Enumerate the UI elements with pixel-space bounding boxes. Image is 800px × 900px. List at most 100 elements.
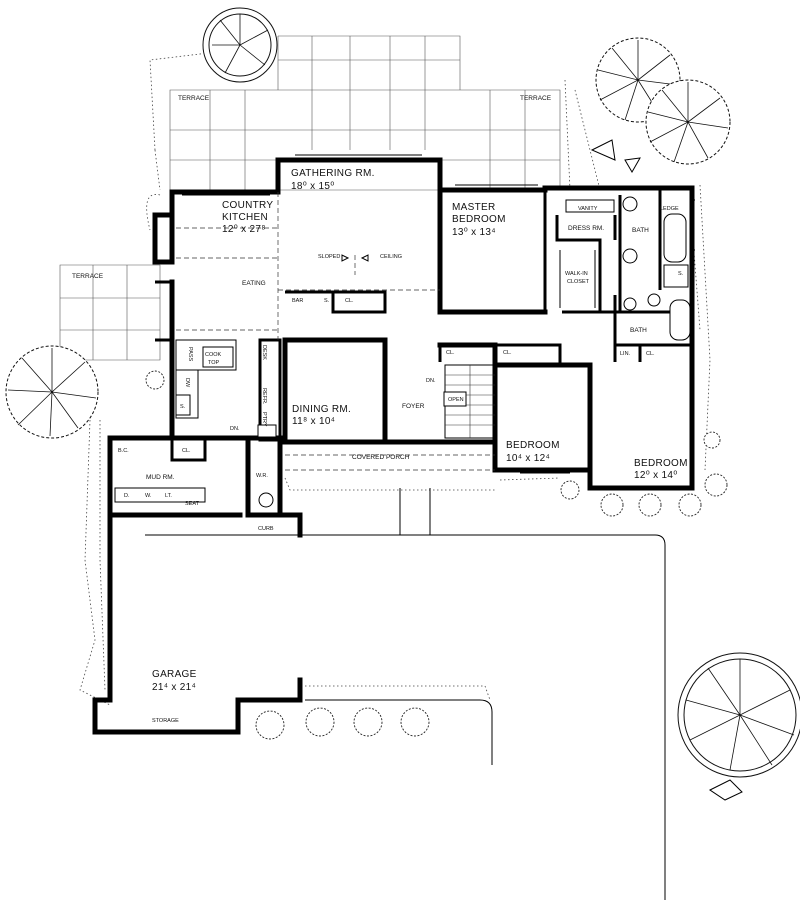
hedge-southwest-1 bbox=[79, 419, 111, 706]
gathering-room-name: GATHERING RM. bbox=[291, 168, 375, 179]
dashed-boundaries bbox=[176, 192, 495, 471]
mud-room-name: MUD RM. bbox=[146, 474, 175, 481]
kitchen-name-2: KITCHEN bbox=[222, 212, 268, 223]
terrace-label-west: TERRACE bbox=[72, 273, 104, 280]
mud-down-label: DN. bbox=[230, 426, 240, 432]
terrace-label-northeast: TERRACE bbox=[520, 95, 552, 102]
dining-room-name: DINING RM. bbox=[292, 404, 351, 415]
toilet-icon-wr bbox=[258, 492, 274, 508]
foyer-closet-label: CL. bbox=[446, 350, 455, 356]
bedroom-2-size: 12⁰ x 14⁰ bbox=[634, 470, 678, 481]
dishwasher-label: DW bbox=[184, 378, 190, 388]
driveway-edge-south bbox=[305, 699, 493, 765]
shower-label: S. bbox=[678, 271, 684, 277]
sink-icon-hall bbox=[623, 297, 637, 311]
garage-size: 21⁴ x 21⁴ bbox=[152, 682, 196, 693]
walk-in-label-2: CLOSET bbox=[567, 279, 590, 285]
bedroom-2-name: BEDROOM bbox=[634, 458, 688, 469]
pass-label: PASS bbox=[187, 347, 193, 362]
fireplace bbox=[152, 212, 175, 265]
broom-closet-label: B.C. bbox=[118, 448, 129, 454]
tree-icon-west bbox=[5, 345, 99, 439]
walk-in-label-1: WALK-IN bbox=[565, 271, 588, 277]
terrace-label-northwest: TERRACE bbox=[178, 95, 210, 102]
kitchen-sink-label: S. bbox=[180, 404, 186, 410]
open-label: OPEN bbox=[448, 397, 464, 403]
vanity-counter bbox=[565, 199, 615, 213]
bedroom-1-size: 10⁴ x 12⁴ bbox=[506, 453, 550, 464]
terrace-west-paving bbox=[59, 264, 161, 361]
bathtub-icon-hall bbox=[669, 299, 691, 341]
cooktop-label-1: COOK bbox=[205, 352, 222, 358]
fireplace-hearth bbox=[155, 280, 174, 342]
laundry-counter bbox=[114, 487, 206, 503]
covered-porch-label: COVERED PORCH bbox=[352, 454, 410, 461]
kitchen-name-1: COUNTRY bbox=[222, 200, 273, 211]
house-walls bbox=[92, 157, 695, 735]
water-heater bbox=[257, 424, 277, 438]
kitchen-size: 12⁰ x 27⁸ bbox=[222, 224, 266, 235]
master-bedroom-name-2: BEDROOM bbox=[452, 214, 506, 225]
landscape bbox=[5, 7, 800, 900]
washroom-label: W.R. bbox=[256, 473, 268, 479]
linen-label: LIN. bbox=[620, 351, 631, 357]
garage-name: GARAGE bbox=[152, 669, 197, 680]
master-bath-label: BATH bbox=[632, 227, 649, 234]
hedge-porch bbox=[284, 477, 561, 491]
master-bedroom-name-1: MASTER bbox=[452, 202, 495, 213]
stair bbox=[443, 364, 496, 439]
storage-label: STORAGE bbox=[152, 718, 179, 724]
driveway-edge-north bbox=[145, 534, 666, 900]
dining-room-size: 11⁸ x 10⁴ bbox=[292, 416, 335, 427]
cooktop bbox=[202, 346, 234, 368]
foyer-down-label: DN. bbox=[426, 378, 436, 384]
tree-icon-north bbox=[202, 7, 278, 83]
hedge-east-2 bbox=[574, 89, 701, 331]
laundry-tub-label: LT. bbox=[165, 493, 172, 499]
sink-icon-master bbox=[622, 196, 638, 212]
tree-icon-northeast-2 bbox=[645, 79, 731, 165]
bath-closet-label: CL. bbox=[646, 351, 655, 357]
bedroom-1-name: BEDROOM bbox=[506, 440, 560, 451]
slope-arrows bbox=[341, 254, 369, 262]
hedge-south bbox=[305, 685, 491, 701]
foyer-label: FOYER bbox=[402, 403, 425, 410]
pantry-label: PTRY bbox=[261, 412, 267, 427]
master-bedroom-size: 13⁰ x 13⁴ bbox=[452, 227, 496, 238]
vanity-label: VANITY bbox=[578, 206, 598, 212]
tree-icon-southeast bbox=[677, 652, 800, 778]
sloped-label: SLOPED bbox=[318, 254, 340, 260]
cooktop-label-2: TOP bbox=[208, 360, 220, 366]
bath-fixtures bbox=[559, 196, 691, 341]
bar-label: BAR bbox=[292, 298, 303, 304]
hall-closet-label: CL. bbox=[503, 350, 512, 356]
dryer-label: D. bbox=[124, 493, 130, 499]
ceiling-label: CEILING bbox=[380, 254, 402, 260]
refrigerator-label: REFR. bbox=[261, 388, 267, 405]
hedge-southwest-2 bbox=[99, 420, 106, 691]
windows bbox=[182, 154, 695, 491]
terrace-north-paving bbox=[169, 35, 561, 191]
toilet-icon-master bbox=[622, 248, 638, 264]
gathering-closet-label: CL. bbox=[345, 298, 354, 304]
labels: TERRACE TERRACE TERRACE GATHERING RM. 18… bbox=[72, 95, 688, 724]
kitchen-fixtures bbox=[114, 339, 277, 508]
toilet-icon-hall bbox=[647, 293, 661, 307]
washer-label: W. bbox=[145, 493, 152, 499]
ledge-label: LEDGE bbox=[660, 206, 679, 212]
hedge-east bbox=[564, 79, 711, 471]
shower-icon bbox=[663, 264, 689, 288]
front-walk bbox=[399, 488, 431, 535]
bar-shelf-label: S. bbox=[324, 298, 330, 304]
desk-label: DESK bbox=[261, 345, 267, 360]
hedge-northwest bbox=[149, 44, 276, 191]
eating-label: EATING bbox=[242, 280, 266, 287]
dress-room-label: DRESS RM. bbox=[568, 225, 604, 232]
curb-label: CURB bbox=[258, 526, 274, 532]
seat-label: SEAT bbox=[185, 501, 200, 507]
open-rail bbox=[443, 391, 467, 407]
sink-icon bbox=[175, 394, 191, 416]
rock-icon-south bbox=[709, 779, 743, 801]
mud-closet-label: CL. bbox=[182, 448, 191, 454]
